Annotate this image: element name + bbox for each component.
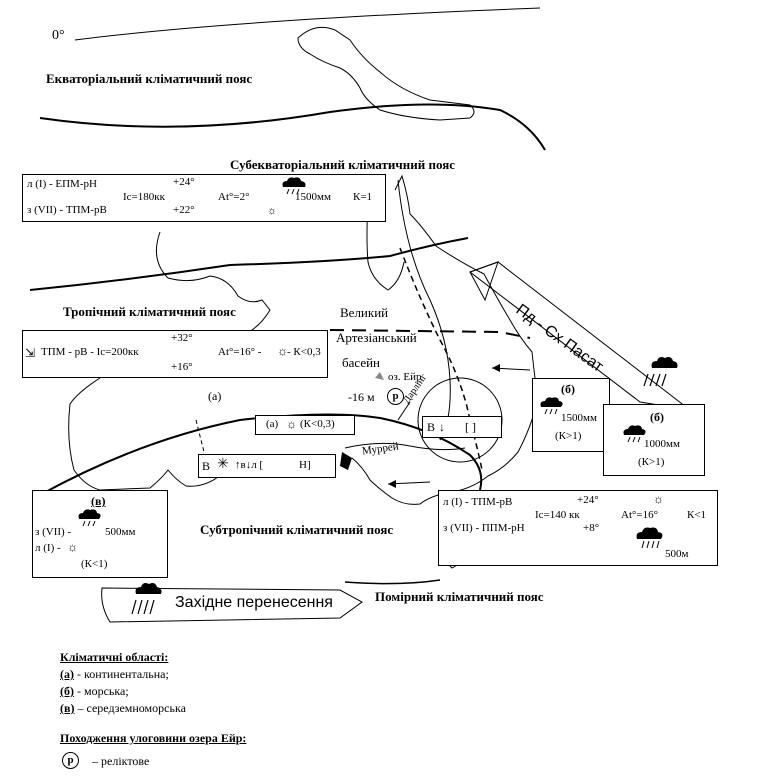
darling-river: [397, 179, 451, 441]
wind-arrow-icon: ⇲: [25, 346, 36, 360]
rain-cloud-icon: [282, 177, 306, 195]
lake-eyre-circle: [417, 377, 503, 463]
arrow-head: [388, 480, 396, 488]
basin-label-1: Великий: [340, 305, 389, 320]
sun-icon: ☼: [67, 540, 78, 554]
gulf-outline: [366, 199, 405, 291]
belt-equatorial: Екваторіальний кліматичний пояс: [46, 71, 253, 86]
tropic-dashed-line: [329, 329, 531, 339]
equator-line: [74, 7, 541, 41]
belt-subtropical: Субтропічний кліматичний пояс: [200, 522, 394, 537]
wind-arrow-head: [492, 364, 500, 372]
sun-icon: ☼: [653, 492, 664, 506]
cloud-icon: [651, 357, 678, 368]
basin-label-3: басейн: [342, 355, 380, 370]
legend-origin-title: Походження улоговини озера Ейр:: [60, 731, 247, 745]
boundary-subequatorial: [29, 237, 469, 291]
legend-relict-symbol: р: [62, 752, 79, 769]
rain-cloud-icon: [78, 509, 101, 527]
belt-temperate: Помірний кліматичний пояс: [375, 589, 544, 604]
belt-tropical: Тропічний кліматичний пояс: [63, 304, 236, 319]
legend-item-mediterranean: (в) – середземноморська: [60, 701, 186, 715]
legend-relict-text: – реліктове: [92, 754, 150, 768]
mountains-dashed-line: [399, 247, 483, 471]
continental-box: (а) ☼ (К<0,3): [255, 415, 355, 435]
westerlies-arrow: [101, 587, 363, 623]
marine-box-1: (б) 1500мм (К>1): [532, 378, 610, 452]
rain-cloud-icon: [540, 397, 563, 415]
legend-item-continental: (а) - континентальна;: [60, 667, 169, 681]
spencer-gulf: [340, 452, 352, 470]
sun-icon: ☼: [277, 344, 288, 358]
area-a-label: (а): [208, 389, 222, 403]
relict-symbol: р: [387, 388, 404, 405]
lake-depth: -16 м: [348, 390, 375, 404]
tropical-box: ⇲ ТПМ - рВ - Іс=200кк +32° +16° Аt°=16° …: [22, 330, 328, 378]
australia-coast-east: [351, 174, 539, 505]
boundary-subtropical: [344, 579, 441, 585]
legend-item-marine: (б) - морська;: [60, 684, 129, 698]
mediterranean-box: (в) з (VII) - 500мм л (І) - ☼ (К<1): [32, 490, 168, 578]
marine-box-2: (б) 1000мм (К>1): [603, 404, 705, 476]
boundary-tropical: [39, 413, 483, 496]
legend-title: Кліматичні області:: [60, 650, 169, 664]
cloud-icon-2: [135, 583, 162, 594]
belt-subequatorial: Субекваторіальний кліматичний пояс: [230, 157, 456, 172]
lake-eyre-mark: [375, 372, 384, 380]
sun-icon: ☼: [286, 417, 297, 431]
rain-cloud-icon: [636, 527, 663, 549]
inner-pressure-box: В ↓ [ ]: [422, 416, 502, 438]
rain-cloud-icon: [623, 425, 646, 443]
basin-label-2: Артезіанський: [336, 330, 417, 345]
snowflake-icon: ✳: [217, 457, 229, 472]
murray-river: [344, 442, 466, 451]
darling-arrow: [397, 401, 411, 421]
subtropical-box: л (І) - ТПМ-рВ з (VII) - ППМ-рН Іс=140 к…: [438, 490, 718, 566]
westerlies-label: Західне перенесення: [175, 594, 333, 611]
subequatorial-box: л (І) - ЕПМ-рН з (VII) - ТПМ-рВ Іс=180кк…: [22, 174, 386, 222]
lake-label: оз. Ейр: [388, 371, 422, 383]
sun-icon: ☼: [267, 205, 278, 217]
boundary-equatorial: [39, 103, 546, 151]
trade-wind-arrow-head: [469, 261, 499, 302]
west-dashed-line: [195, 419, 209, 469]
south-pressure-box: В ✳ ↑в↓л [ Н]: [198, 454, 336, 478]
new-guinea-outline: [297, 26, 475, 121]
equator-label: 0°: [52, 28, 65, 43]
